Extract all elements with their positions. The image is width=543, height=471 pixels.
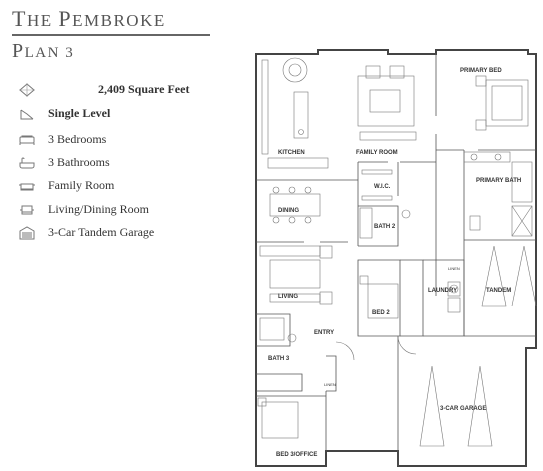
plan-initial: P (12, 40, 25, 62)
stairs-icon (18, 107, 36, 121)
feature-label: 3-Car Tandem Garage (48, 225, 155, 239)
bed-icon (18, 133, 36, 147)
feature-label: Single Level (48, 106, 111, 120)
title-rest-2: EMBROKE (72, 11, 166, 30)
bathtub-icon (18, 156, 36, 170)
plan-subtitle: PLAN 3 (12, 40, 74, 63)
room-label-laundry: LAUNDRY (428, 288, 457, 294)
room-label-linen: LINEN (448, 266, 460, 271)
feature-label: 2,409 Square Feet (98, 82, 190, 96)
room-label-bed-2: BED 2 (372, 310, 390, 316)
feature-level: Single Level (18, 106, 110, 121)
sofa-icon (18, 179, 36, 193)
feature-label: 3 Bedrooms (48, 132, 107, 146)
title-rest: HE (26, 11, 59, 30)
room-label-garage: 3-CAR GARAGE (440, 406, 486, 412)
feature-bathrooms: 3 Bathrooms (18, 155, 110, 170)
feature-living-dining: Living/Dining Room (18, 202, 149, 217)
room-label-living: LIVING (278, 294, 298, 300)
room-label-linen-2: LINEN (324, 382, 336, 387)
plan-title: THE PEMBROKE (12, 6, 166, 32)
title-initial: T (12, 6, 27, 31)
garage-icon (18, 225, 36, 240)
armchair-icon (18, 203, 36, 217)
feature-square-feet: 2,409 Square Feet (18, 82, 189, 97)
floor-plan: KITCHEN FAMILY ROOM PRIMARY BED W.I.C. P… (255, 49, 537, 467)
room-label-tandem: TANDEM (486, 288, 511, 294)
feature-label: Family Room (48, 178, 115, 192)
room-label-primary-bed: PRIMARY BED (460, 68, 502, 74)
title-divider (12, 34, 210, 36)
area-icon (18, 82, 36, 97)
plan-rest: LAN 3 (24, 45, 75, 61)
room-label-family-room: FAMILY ROOM (356, 150, 398, 156)
room-label-primary-bath: PRIMARY BATH (476, 178, 521, 184)
room-label-bed-3: BED 3/OFFICE (276, 452, 317, 458)
feature-label: 3 Bathrooms (48, 155, 110, 169)
feature-bedrooms: 3 Bedrooms (18, 132, 106, 147)
room-label-entry: ENTRY (314, 330, 334, 336)
feature-family-room: Family Room (18, 178, 114, 193)
room-label-bath-2: BATH 2 (374, 224, 396, 230)
room-label-kitchen: KITCHEN (278, 150, 305, 156)
title-initial-2: P (58, 6, 73, 31)
feature-garage: 3-Car Tandem Garage (18, 225, 154, 240)
feature-label: Living/Dining Room (48, 202, 150, 216)
room-label-dining: DINING (278, 208, 299, 214)
room-label-wic: W.I.C. (374, 184, 391, 190)
room-label-bath-3: BATH 3 (268, 356, 290, 362)
